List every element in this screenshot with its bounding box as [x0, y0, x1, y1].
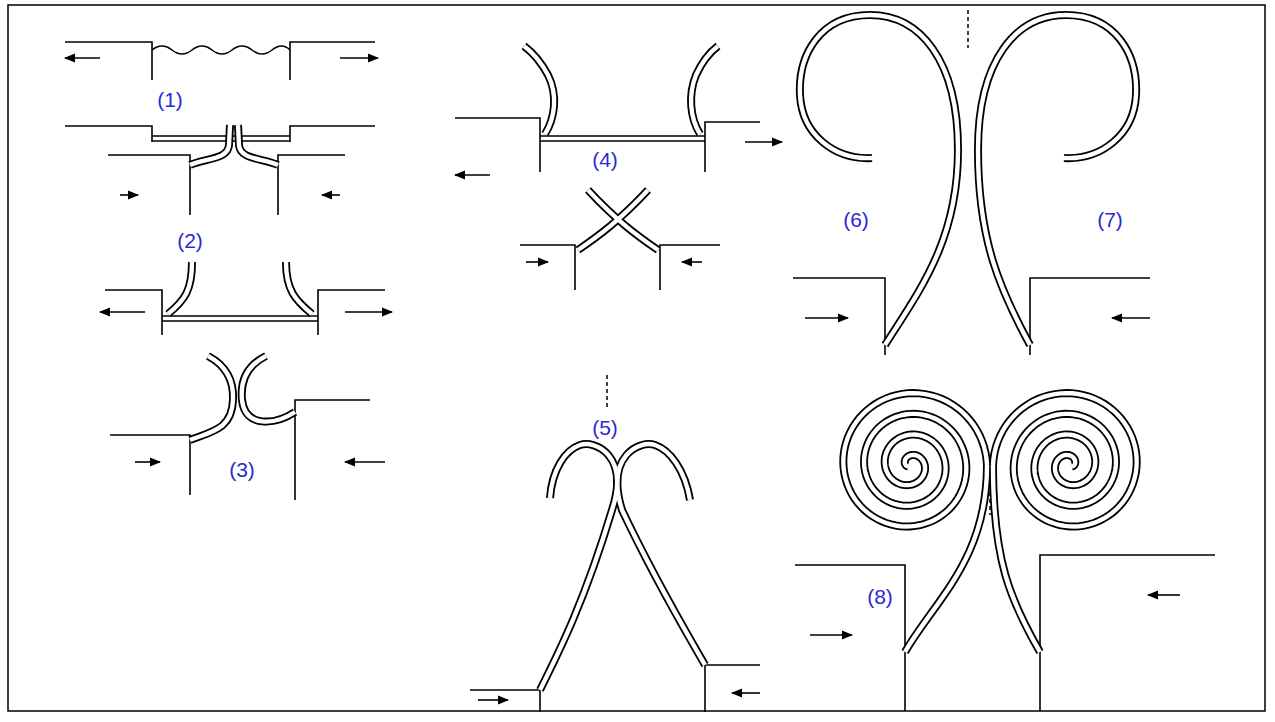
stage-number: (4)	[590, 148, 620, 171]
sheet-outline	[588, 190, 658, 250]
sheet-core	[978, 15, 1136, 345]
stage-number: (8)	[865, 585, 895, 608]
force-arrow	[478, 699, 508, 701]
sheet-core	[168, 262, 192, 314]
sheet-outline	[238, 125, 278, 165]
sheet-outline	[691, 46, 718, 134]
sheet-core	[524, 46, 554, 134]
sheet-core	[242, 356, 295, 422]
force-arrow	[455, 174, 490, 176]
sheet-core	[993, 393, 1137, 526]
block-outline	[65, 126, 375, 142]
sheet-outline	[993, 393, 1137, 526]
sheet-core	[617, 444, 705, 665]
stage-number: (7)	[1095, 208, 1125, 231]
frame	[8, 5, 1265, 711]
sheet-outline	[190, 125, 230, 165]
sheet-core	[190, 125, 230, 165]
stage-number: (1)	[155, 88, 185, 111]
force-arrow	[682, 261, 702, 263]
stage-number: (6)	[841, 208, 871, 231]
force-arrow	[732, 692, 760, 694]
stage-number: (3)	[227, 458, 257, 481]
force-arrow	[100, 311, 145, 313]
sheet-outline	[843, 393, 987, 526]
block-outline	[520, 245, 720, 290]
sheet-outline	[242, 356, 295, 422]
stage-number: (5)	[590, 416, 620, 439]
force-arrow	[526, 261, 548, 263]
sheet-outline	[800, 15, 958, 345]
sheet-core	[578, 190, 648, 250]
sheet-outline	[524, 46, 554, 134]
force-arrow	[135, 461, 160, 463]
block-outline	[105, 290, 385, 335]
axis-dotted-line	[606, 375, 608, 410]
flat-layer	[152, 136, 290, 141]
force-arrow	[745, 141, 782, 143]
wavy-layer	[152, 46, 290, 54]
force-arrow	[810, 634, 852, 636]
sheet-core	[905, 465, 987, 652]
block-outline	[470, 665, 760, 712]
force-arrow	[322, 194, 340, 196]
sheet-core	[588, 190, 658, 250]
sheet-outline	[286, 262, 312, 314]
force-arrow	[1148, 594, 1180, 596]
flat-layer	[162, 316, 318, 321]
sheet-outline	[905, 465, 987, 652]
force-arrows	[65, 58, 1180, 700]
block-outline	[455, 118, 760, 172]
folded-sheets	[168, 15, 1137, 690]
sheet-core	[800, 15, 958, 345]
sheet-outline	[540, 444, 617, 690]
force-arrow	[1112, 317, 1150, 319]
block-outline	[110, 400, 370, 500]
sheet-core	[190, 356, 233, 440]
sheet-core	[843, 393, 987, 526]
axis-dotted-line	[967, 10, 969, 48]
block-outline	[108, 155, 345, 215]
sheet-outline	[190, 356, 233, 440]
sheet-core	[540, 444, 617, 690]
sheet-core	[286, 262, 312, 314]
sheet-outline	[168, 262, 192, 314]
sheet-outline	[617, 444, 705, 665]
sheet-outline	[978, 15, 1136, 345]
stage-number: (2)	[175, 229, 205, 252]
force-arrow	[340, 57, 378, 59]
sheet-core	[691, 46, 718, 134]
force-arrow	[805, 317, 848, 319]
sheet-core	[993, 465, 1040, 652]
force-arrow	[65, 57, 100, 59]
force-arrow	[345, 311, 392, 313]
block-outlines	[65, 42, 1215, 712]
force-arrow	[120, 194, 138, 196]
force-arrow	[345, 461, 385, 463]
block-outline	[65, 42, 375, 80]
block-outline	[793, 278, 1150, 355]
flat-layer	[540, 136, 705, 141]
sheet-core	[238, 125, 278, 165]
